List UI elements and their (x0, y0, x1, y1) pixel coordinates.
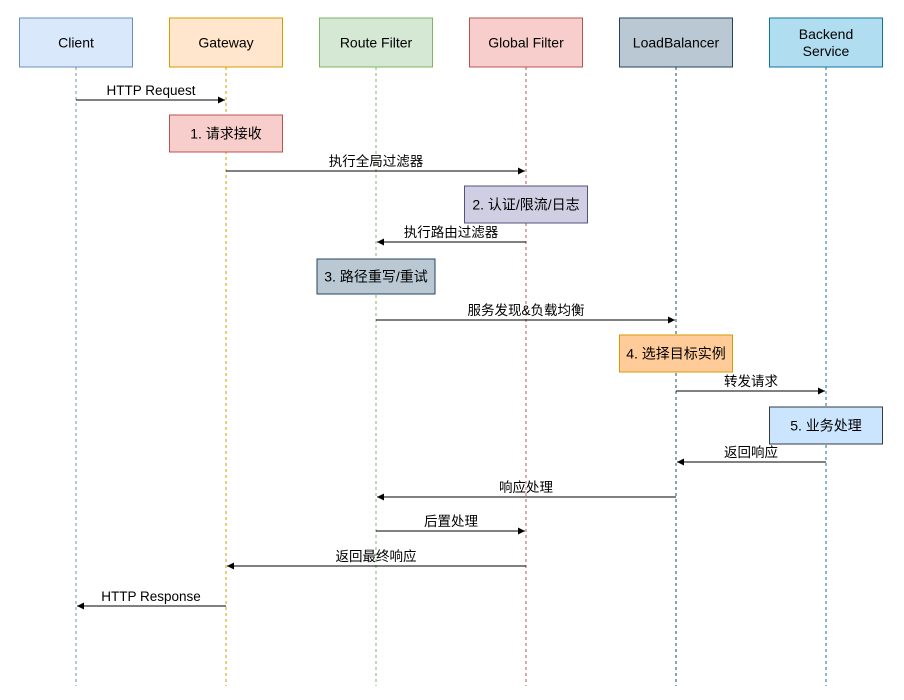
participant-box (319, 17, 433, 68)
message-7: 响应处理 (377, 479, 676, 501)
step-rect (769, 406, 883, 445)
step-label: 5. 业务处理 (790, 418, 862, 434)
step-rect (619, 334, 733, 373)
step-boxes: 1. 请求接收 2. 认证/限流/日志 3. 路径重写/重试 4. 选择目标实例 5. … (169, 114, 883, 445)
message-2: 执行全局过滤器 (226, 153, 525, 175)
participant-label: Gateway (198, 35, 253, 51)
step-label: 2. 认证/限流/日志 (472, 197, 579, 213)
message-1: HTTP Request (76, 83, 225, 104)
participant-label: Route Filter (340, 35, 413, 51)
participant-label: Global Filter (488, 35, 564, 51)
step-rect (169, 114, 283, 153)
message-10: HTTP Response (77, 589, 226, 610)
messages: HTTP Request 执行全局过滤器执行路由过滤器服务发现&负载均衡转发请求返… (76, 83, 826, 610)
message-label: 返回最终响应 (336, 548, 417, 564)
participant-box (169, 17, 283, 68)
step-rect (316, 258, 436, 295)
message-8: 后置处理 (376, 514, 525, 535)
participant-box (619, 17, 733, 68)
step-label: 4. 选择目标实例 (626, 346, 726, 362)
message-label: 转发请求 (724, 374, 778, 389)
step-rect (464, 185, 588, 224)
participant-label: Backend (799, 26, 853, 42)
step-box-3: 3. 路径重写/重试 (316, 258, 436, 295)
message-label: HTTP Response (101, 589, 201, 604)
participants: Client Gateway Route Filter Global Filter Lo… (19, 17, 883, 68)
message-4: 服务发现&负载均衡 (376, 303, 675, 324)
message-6: 返回响应 (677, 444, 826, 466)
participant-route-filter: Route Filter (319, 17, 433, 68)
message-label: 服务发现&负载均衡 (467, 303, 584, 318)
participant-label: LoadBalancer (633, 35, 720, 51)
message-5: 转发请求 (676, 374, 825, 395)
participant-gateway: Gateway (169, 17, 283, 68)
message-9: 返回最终响应 (227, 548, 526, 570)
step-box-1: 1. 请求接收 (169, 114, 283, 153)
participant-box (769, 17, 883, 68)
message-3: 执行路由过滤器 (377, 225, 526, 246)
message-label: 执行路由过滤器 (404, 225, 499, 240)
step-box-4: 4. 选择目标实例 (619, 334, 733, 373)
step-box-5: 5. 业务处理 (769, 406, 883, 445)
message-label: 执行全局过滤器 (329, 153, 424, 169)
lifelines (75, 67, 827, 686)
participant-box (19, 17, 133, 68)
step-label: 1. 请求接收 (190, 126, 262, 142)
step-label: 3. 路径重写/重试 (324, 269, 427, 285)
message-label: 后置处理 (424, 514, 478, 529)
message-label: 响应处理 (499, 479, 553, 495)
participant-label: Service (803, 43, 850, 59)
message-label: HTTP Request (106, 83, 195, 98)
participant-box (469, 17, 583, 68)
participant-global-filter: Global Filter (469, 17, 583, 68)
participant-load-balancer: LoadBalancer (619, 17, 733, 68)
participant-client: Client (19, 17, 133, 68)
participant-label: Client (58, 35, 94, 51)
message-label: 返回响应 (724, 444, 778, 460)
step-box-2: 2. 认证/限流/日志 (464, 185, 588, 224)
